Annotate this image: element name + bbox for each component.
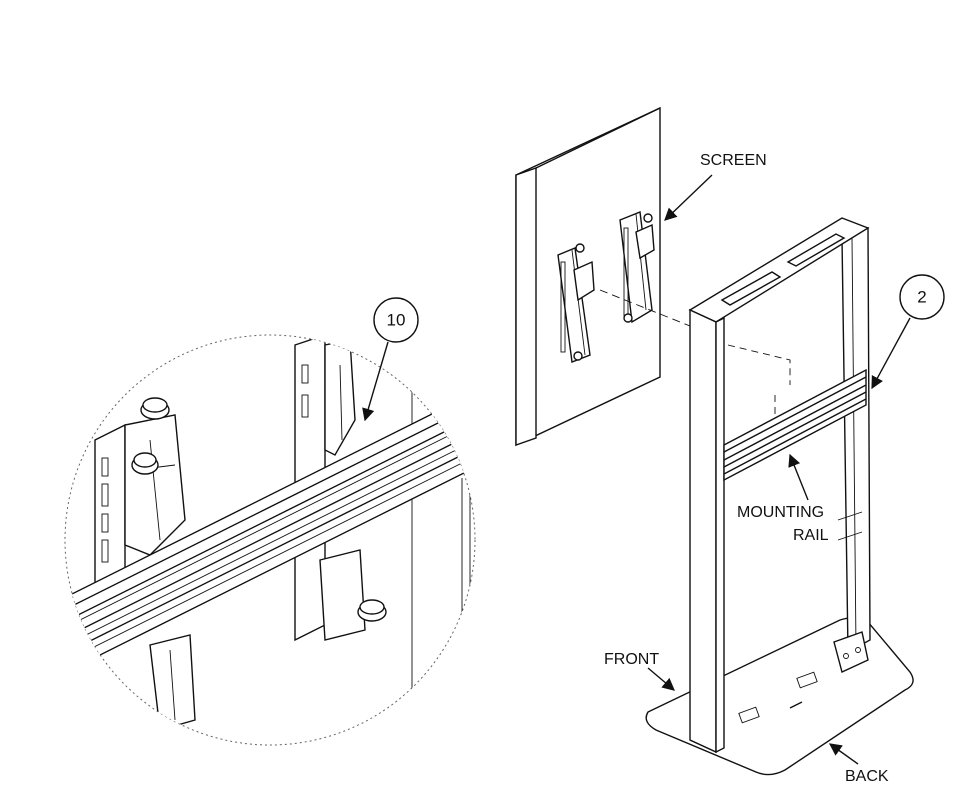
label-screen: SCREEN <box>700 152 767 169</box>
label-front: FRONT <box>604 651 659 668</box>
knob-icon <box>357 599 387 622</box>
stand <box>645 217 914 776</box>
label-back: BACK <box>845 768 889 785</box>
callout-10-number: 10 <box>387 311 406 330</box>
detail-view <box>64 334 476 746</box>
knob-icon <box>131 397 170 475</box>
label-mounting-line1: MOUNTING <box>737 504 824 521</box>
label-mounting-line2: RAIL <box>793 527 829 544</box>
callout-10: 10 <box>362 297 419 422</box>
callout-2: 2 <box>871 274 945 390</box>
callout-2-number: 2 <box>917 288 926 307</box>
screen-panel <box>515 106 701 447</box>
